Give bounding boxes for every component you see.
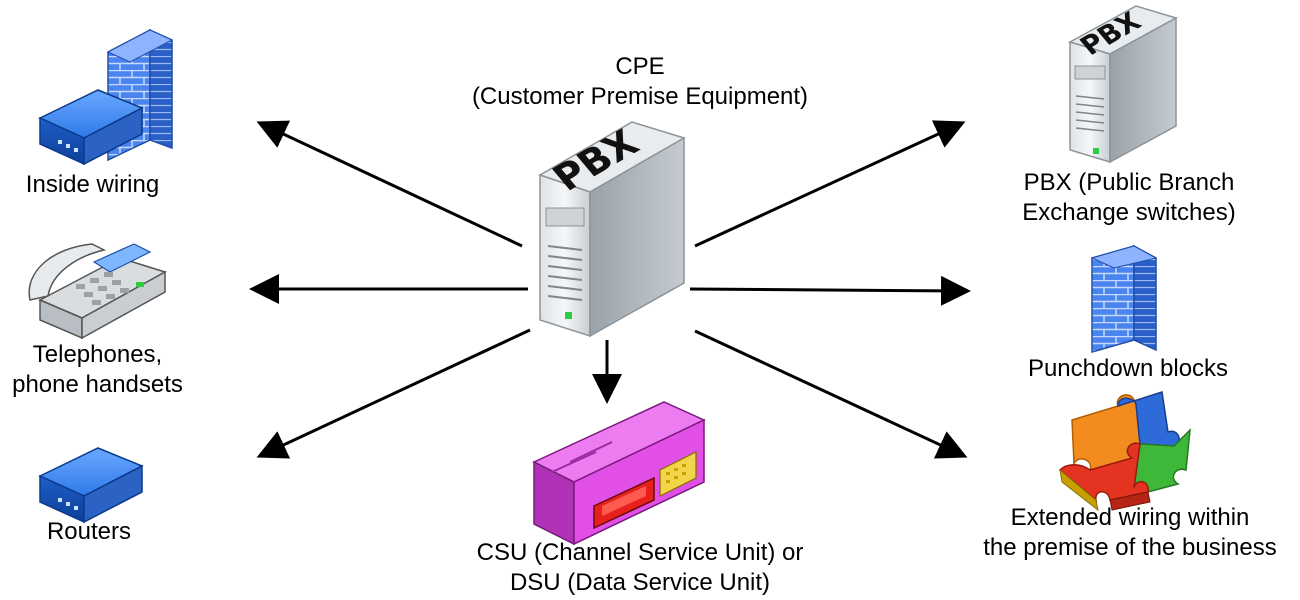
pbx-server-icon: PBX [1068,5,1178,164]
label-routers-line1: Routers [46,518,132,545]
arrows [249,120,971,459]
label-punchdown-blocks-line1: Punchdown blocks [1027,355,1229,382]
arrow-to-punchdown-blocks [689,275,971,306]
desk-phone-icon [28,243,167,340]
cpe-title: CPE (Customer Premise Equipment) [420,52,860,112]
puzzle-icon [1058,391,1191,512]
csu-dsu-device-icon [532,401,706,546]
label-csu-dsu-line1: CSU (Channel Service Unit) or [476,539,804,566]
label-punchdown-blocks: Punchdown blocks [1000,354,1256,384]
label-routers: Routers [0,517,178,547]
label-inside-wiring-line1: Inside wiring [25,171,160,198]
label-inside-wiring: Inside wiring [0,170,185,200]
label-pbx-switches-line1: PBX (Public Branch [1023,169,1235,196]
label-pbx-switches: PBX (Public Branch Exchange switches) [1000,168,1258,228]
center-pbx-server-icon: PBX [538,121,686,338]
arrow-to-extended-wiring [694,329,968,459]
router-firewall-icon [38,28,174,166]
arrow-to-routers [256,328,531,459]
label-telephones-line1: Telephones, [32,341,163,368]
label-pbx-switches-line2: Exchange switches) [1022,199,1236,226]
label-telephones: Telephones, phone handsets [0,340,195,400]
label-telephones-line2: phone handsets [12,371,183,398]
router-icon [38,447,144,524]
cpe-title-line2: (Customer Premise Equipment) [471,83,809,110]
label-csu-dsu: CSU (Channel Service Unit) or DSU (Data … [420,538,860,598]
cpe-title-line1: CPE [615,53,665,80]
label-csu-dsu-line2: DSU (Data Service Unit) [509,569,771,596]
label-extended-wiring: Extended wiring within the premise of th… [960,503,1300,563]
arrow-to-pbx-switches [694,120,966,248]
brick-wall-icon [1090,244,1158,353]
label-extended-wiring-line1: Extended wiring within [1010,504,1250,531]
arrow-to-inside-wiring [256,120,523,248]
label-extended-wiring-line2: the premise of the business [983,534,1277,561]
